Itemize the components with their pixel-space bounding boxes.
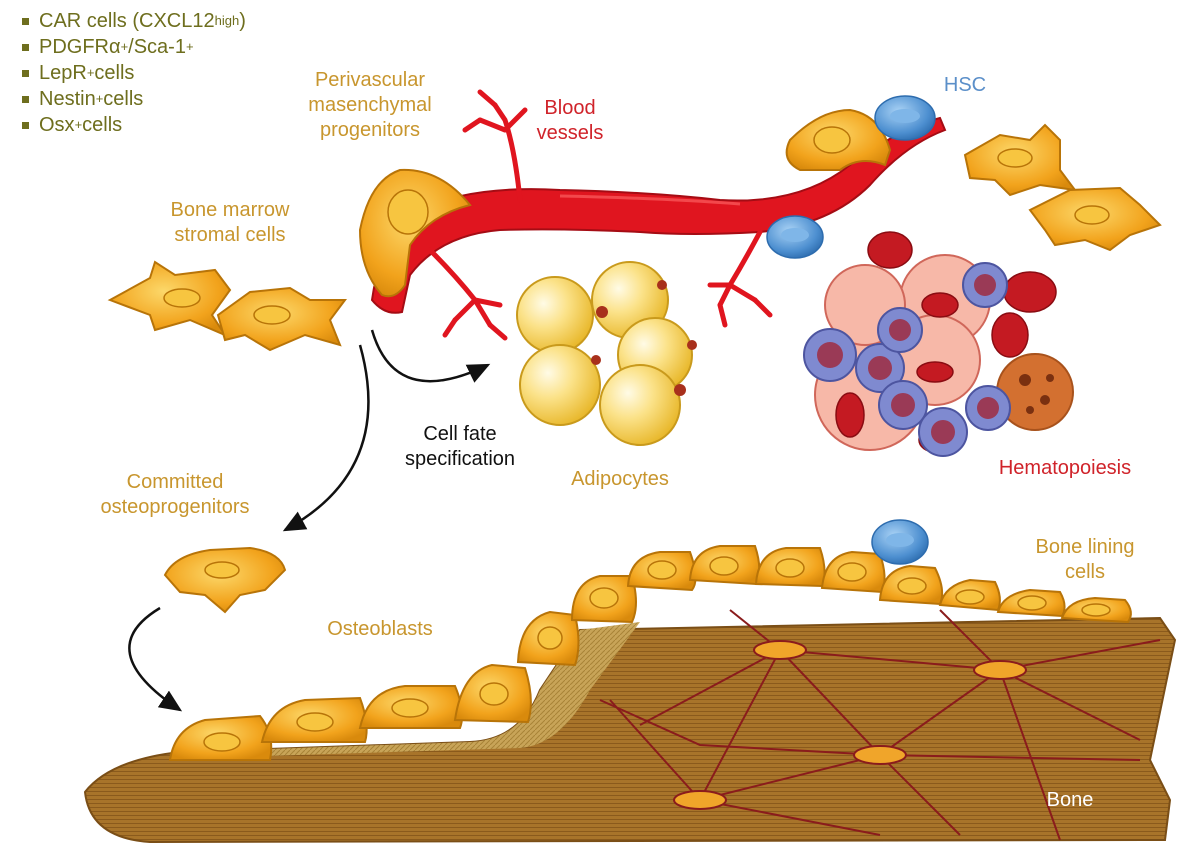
label-line: cells: [1064, 561, 1105, 583]
label-bone-marrow-stromal-cells: Bone marrow stromal cells: [150, 198, 310, 248]
label-hematopoiesis: Hematopoiesis: [998, 457, 1132, 479]
lymphocyte-cells: [803, 262, 1011, 457]
hematopoietic-cluster: [803, 231, 1074, 457]
hsc-cells: [766, 95, 936, 259]
label-osteoblasts: Osteoblasts: [327, 618, 433, 640]
label-line: vessels: [536, 122, 604, 144]
legend-bullet: [22, 121, 29, 129]
legend-bullet: [22, 43, 29, 51]
label-committed-osteoprogenitors: Committed osteoprogenitors: [75, 470, 275, 520]
label-bone-lining-cells: Bone lining cells: [1030, 535, 1140, 585]
osteocyte-cells: [673, 640, 1027, 810]
label-line: osteoprogenitors: [100, 496, 250, 518]
label-line: specification: [404, 448, 516, 470]
cell-fate-arrows: [128, 329, 491, 712]
label-line: Committed: [126, 471, 224, 493]
label-line: Perivascular: [314, 69, 426, 91]
label-line: Bone marrow: [170, 199, 290, 221]
label-adipocytes: Adipocytes: [571, 468, 669, 490]
bone-mass: [83, 609, 1177, 844]
hsc-on-bone: [871, 519, 929, 565]
legend-bullet: [22, 17, 29, 25]
blood-vessel: [370, 89, 947, 341]
stromal-cell-nuclei: [163, 148, 1110, 579]
label-perivascular-progenitors: Perivascular masenchymal progenitors: [290, 68, 450, 143]
label-line: masenchymal: [308, 94, 432, 116]
label-bone: Bone: [1046, 789, 1094, 811]
legend-bullet: [22, 69, 29, 77]
adipocyte-cluster: [516, 261, 697, 446]
label-line: Bone lining: [1035, 536, 1135, 558]
label-line: Blood: [544, 97, 596, 119]
legend-item-lepr: LepR+ cells: [22, 60, 246, 86]
label-cell-fate-specification: Cell fate specification: [390, 422, 530, 472]
osteoblast-nuclei: [203, 556, 1111, 752]
legend-item-nestin: Nestin+ cells: [22, 86, 246, 112]
legend-bullet: [22, 95, 29, 103]
legend-item-osx: Osx+ cells: [22, 112, 246, 138]
label-line: stromal cells: [174, 224, 286, 246]
label-line: Cell fate: [423, 423, 497, 445]
label-hsc: HSC: [943, 74, 987, 96]
legend-item-pdgfr: PDGFRα+/Sca-1+: [22, 34, 246, 60]
label-line: progenitors: [319, 119, 421, 141]
label-blood-vessels: Blood vessels: [520, 96, 620, 146]
